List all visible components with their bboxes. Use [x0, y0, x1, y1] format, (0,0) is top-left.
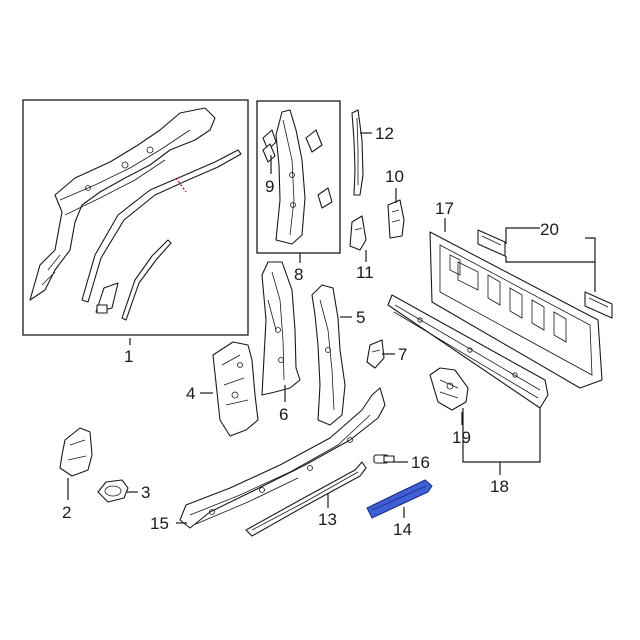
part-15-rocker-panel[interactable] [179, 387, 386, 529]
callout-18: 18 [490, 477, 509, 496]
callout-6: 6 [279, 405, 288, 424]
part-8-pillar-reinforcement[interactable] [262, 109, 333, 245]
callout-19: 19 [452, 428, 471, 447]
part-2-bracket[interactable] [59, 427, 93, 477]
part-12-pillar-strip[interactable] [351, 109, 364, 196]
callout-4: 4 [186, 384, 195, 403]
part-20-pad-right[interactable] [584, 291, 613, 319]
part-17-tailgate[interactable] [429, 231, 603, 389]
callout-16: 16 [411, 453, 430, 472]
part-13-sill-strip[interactable] [245, 461, 367, 537]
part-1-roof-rail-assembly[interactable] [29, 107, 242, 321]
part-7-bracket[interactable] [366, 339, 385, 369]
callout-2: 2 [62, 503, 71, 522]
callout-9: 9 [265, 177, 274, 196]
part-20-pad-left[interactable] [477, 229, 506, 257]
callout-3: 3 [141, 483, 150, 502]
callout-5: 5 [356, 308, 365, 327]
callout-14: 14 [393, 520, 412, 539]
callout-10: 10 [385, 167, 404, 186]
leader-lines [67, 132, 596, 524]
part-14-rocker-reinforcement-highlighted[interactable] [366, 479, 433, 519]
callout-1: 1 [124, 347, 133, 366]
callout-17: 17 [435, 199, 454, 218]
part-10-bracket[interactable] [387, 199, 405, 239]
part-4-inner-panel[interactable] [212, 341, 259, 437]
callout-13: 13 [318, 510, 337, 529]
part-3-cap[interactable] [97, 479, 129, 503]
part-19-hinge-bracket[interactable] [429, 367, 469, 411]
callout-12: 12 [375, 124, 394, 143]
group-frame-8 [256, 100, 341, 254]
part-5-c-pillar[interactable] [311, 284, 346, 426]
part-6-b-pillar[interactable] [261, 261, 301, 396]
part-16-fastener[interactable] [373, 454, 395, 464]
group-frame-1 [22, 99, 249, 336]
callout-8: 8 [294, 265, 303, 284]
callout-7: 7 [398, 345, 407, 364]
part-18-bed-rail[interactable] [387, 294, 549, 409]
callout-20: 20 [540, 220, 559, 239]
callout-15: 15 [150, 514, 169, 533]
callout-11: 11 [356, 263, 374, 282]
part-11-bracket[interactable] [349, 215, 367, 251]
